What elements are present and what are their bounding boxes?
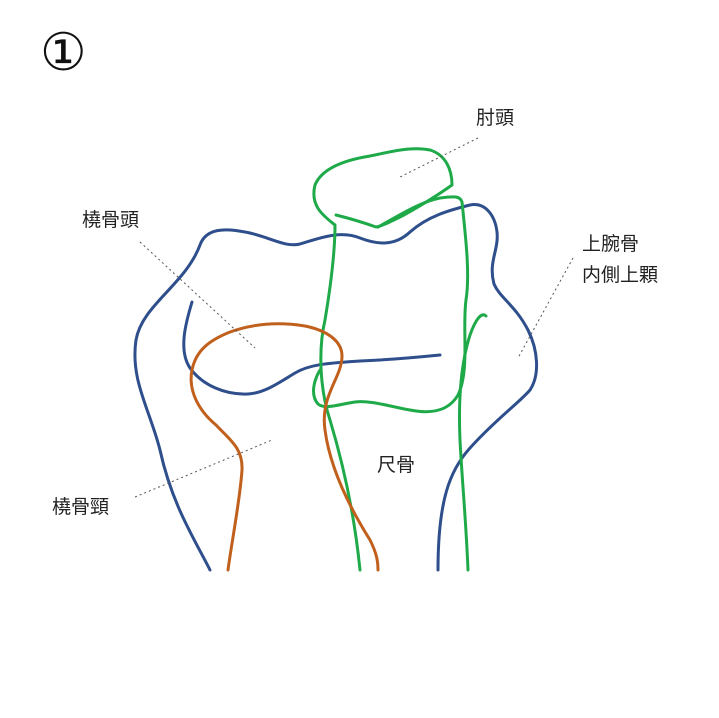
label-ulna: 尺骨	[377, 454, 415, 476]
figure-number: ①	[40, 23, 87, 83]
label-medial-epicondyle-line1: 上腕骨	[582, 233, 639, 255]
label-radial-neck: 橈骨頸	[52, 496, 109, 518]
label-olecranon: 肘頭	[476, 107, 514, 129]
leader-olecranon	[397, 137, 479, 179]
leader-lines	[134, 137, 574, 498]
label-radial-head: 橈骨頭	[82, 209, 139, 231]
radius-outline	[189, 322, 380, 572]
ulna-outline	[312, 147, 488, 572]
ulna-dorsal-contour	[457, 313, 488, 572]
leader-radial-neck	[134, 439, 273, 498]
leader-medial-epicondyle	[517, 257, 574, 359]
label-medial-epicondyle-line2: 内側上顆	[582, 264, 658, 286]
humerus-outline	[133, 203, 539, 572]
humerus-inner-contour	[182, 300, 442, 396]
ulna-olecranon-contour	[312, 147, 454, 572]
humerus-outer-contour	[133, 203, 539, 572]
radius-contour	[189, 322, 380, 572]
leader-radial-head	[139, 241, 256, 349]
